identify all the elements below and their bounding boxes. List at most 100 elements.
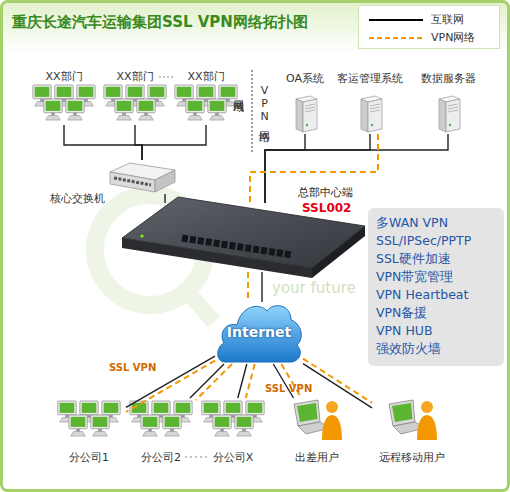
pc-icon: [66, 99, 84, 120]
header-band: [2, 2, 508, 54]
node-label: 分公司2: [126, 451, 196, 464]
switch-icon: [110, 163, 175, 192]
vpn-link: [246, 364, 255, 398]
mobile-user: 远程移动用户: [372, 398, 452, 464]
switch-ports: [114, 178, 151, 185]
pc-icon: [69, 415, 87, 436]
vpn-link: [247, 272, 249, 302]
lan-vpn-separator: [252, 70, 253, 152]
switch-front: [110, 172, 155, 192]
pc-icon: [44, 99, 62, 120]
server-icon: [296, 96, 317, 132]
server: OA系统: [280, 72, 330, 134]
network-link: [142, 125, 206, 160]
ellipsis-dashes: [185, 457, 207, 458]
node-label: XX部门: [102, 70, 168, 83]
pc-icon: [91, 415, 109, 436]
network-link: [265, 134, 448, 203]
legend-line-sample: [369, 19, 423, 21]
vpn-gateway: 总部中心端SSL002: [120, 203, 368, 272]
node-label: XX部门: [173, 70, 239, 83]
feature-item: 多WAN VPN: [376, 214, 504, 232]
feature-item: 强效防火墙: [376, 340, 504, 358]
network-link: [64, 125, 142, 160]
gateway-ports: [182, 238, 292, 255]
node-label: 总部中心端: [298, 186, 353, 199]
ellipsis-dashes: [159, 77, 173, 78]
network-link: [238, 364, 247, 398]
network-link: [303, 364, 372, 408]
vpn-link: [196, 364, 232, 400]
server-icon: [361, 96, 382, 132]
network-link: [190, 364, 224, 398]
legend-label: 互联网: [431, 13, 464, 26]
pc-icon: [141, 415, 159, 436]
pc-icon: [137, 99, 155, 120]
gateway-side: [312, 226, 365, 278]
server: 客运管理系统: [330, 72, 410, 134]
pc-icon: [163, 415, 181, 436]
branch-computers: [58, 401, 264, 436]
vpn-link: [250, 134, 378, 203]
mobile-user-icon: [389, 400, 437, 440]
department-group: XX部门: [102, 70, 168, 125]
network-link: [261, 272, 262, 302]
feature-item: SSL硬件加速: [376, 250, 504, 268]
node-label: 客运管理系统: [330, 72, 410, 85]
server-icons: [296, 96, 460, 132]
internet-cloud: Internet: [215, 302, 303, 364]
feature-item: VPN带宽管理: [376, 268, 504, 286]
logo-watermark: [186, 290, 214, 322]
node-label: 分公司X: [198, 451, 268, 464]
legend-label: VPN网络: [431, 31, 475, 44]
link-label: SSL VPN: [265, 383, 312, 395]
node-sublabel: SSL002: [302, 201, 351, 215]
gateway-led: [140, 234, 143, 237]
mobile-user: 出差用户: [288, 398, 346, 464]
department-group: XX部门: [31, 70, 97, 125]
pc-icon: [213, 415, 231, 436]
diagram-title: 重庆长途汽车运输集团SSL VPN网络拓扑图: [12, 13, 308, 31]
pc-icon: [235, 415, 253, 436]
node-label: OA系统: [280, 72, 330, 85]
feature-item: VPN备援: [376, 304, 504, 322]
network-link: [164, 194, 165, 203]
vpn-link: [303, 359, 372, 403]
watermark: your future: [272, 280, 356, 297]
branch-office: 分公司X: [198, 398, 268, 464]
network-link: [265, 134, 370, 203]
legend-box: 互联网 VPN网络: [358, 5, 500, 49]
feature-item: SSL/IPSec/PPTP: [376, 232, 504, 250]
node-label: 分公司1: [52, 451, 126, 464]
node-label: 远程移动用户: [372, 451, 452, 464]
department-computers: [33, 85, 237, 120]
core-switch: 核心交换机: [108, 160, 176, 194]
feature-list: 多WAN VPNSSL/IPSec/PPTPSSL硬件加速VPN带宽管理VPN …: [368, 208, 504, 366]
zone-label: VPN网络: [258, 84, 271, 123]
node-label: 核心交换机: [50, 192, 105, 205]
node-label: Internet: [215, 324, 303, 340]
server-icon: [439, 96, 460, 132]
gateway-icon: [122, 197, 365, 278]
legend-samples: [359, 6, 429, 48]
network-link: [135, 125, 142, 160]
department-group: XX部门: [173, 70, 239, 125]
switch-side: [155, 170, 175, 192]
feature-item: VPN Heartbeat: [376, 286, 504, 304]
node-label: 数据服务器: [418, 72, 478, 85]
link-label: SSL VPN: [109, 362, 156, 374]
legend-line-sample: [369, 37, 423, 39]
node-label: 出差用户: [288, 451, 346, 464]
branch-office: 分公司1: [52, 398, 126, 464]
branch-office: 分公司2: [126, 398, 196, 464]
server: 数据服务器: [418, 72, 478, 134]
pc-icon: [115, 99, 133, 120]
gateway-front: [122, 238, 312, 278]
node-label: XX部门: [31, 70, 97, 83]
feature-item: VPN HUB: [376, 322, 504, 340]
pc-icon: [186, 99, 204, 120]
mobile-user-icon: [294, 400, 342, 440]
pc-icon: [208, 99, 226, 120]
